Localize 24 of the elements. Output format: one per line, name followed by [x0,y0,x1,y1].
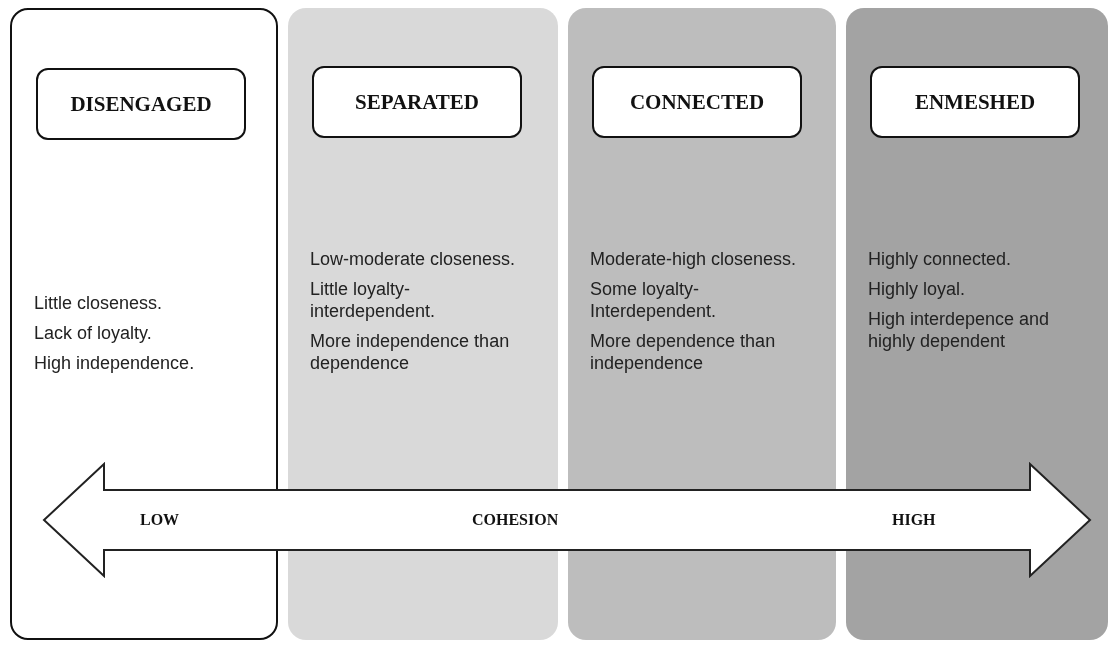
cohesion-arrow [42,462,1092,578]
description-text: Lack of loyalty. [34,322,153,344]
description-text: Low-moderate closeness. [310,248,517,270]
heading-box: CONNECTED [592,66,802,138]
description-text: Highly connected. [868,248,1013,270]
column-band [288,8,558,640]
column-band [10,8,278,640]
description-text: Little closeness. [34,292,164,314]
description-text: Moderate-high closeness. [590,248,798,270]
axis-label: HIGH [892,510,936,530]
heading-box: ENMESHED [870,66,1080,138]
description-text: High interdepence and highly dependent [868,308,1051,352]
axis-label: COHESION [472,510,559,530]
column-band [846,8,1108,640]
description-text: Some loyalty-Interdependent. [590,278,718,322]
axis-label: LOW [140,510,180,530]
description-text: More dependence than independence [590,330,777,374]
heading-box: DISENGAGED [36,68,246,140]
description-text: Highly loyal. [868,278,967,300]
column-band [568,8,836,640]
description-text: Little loyalty-interdependent. [310,278,437,322]
description-text: High independence. [34,352,196,374]
heading-box: SEPARATED [312,66,522,138]
description-text: More independence than dependence [310,330,511,374]
